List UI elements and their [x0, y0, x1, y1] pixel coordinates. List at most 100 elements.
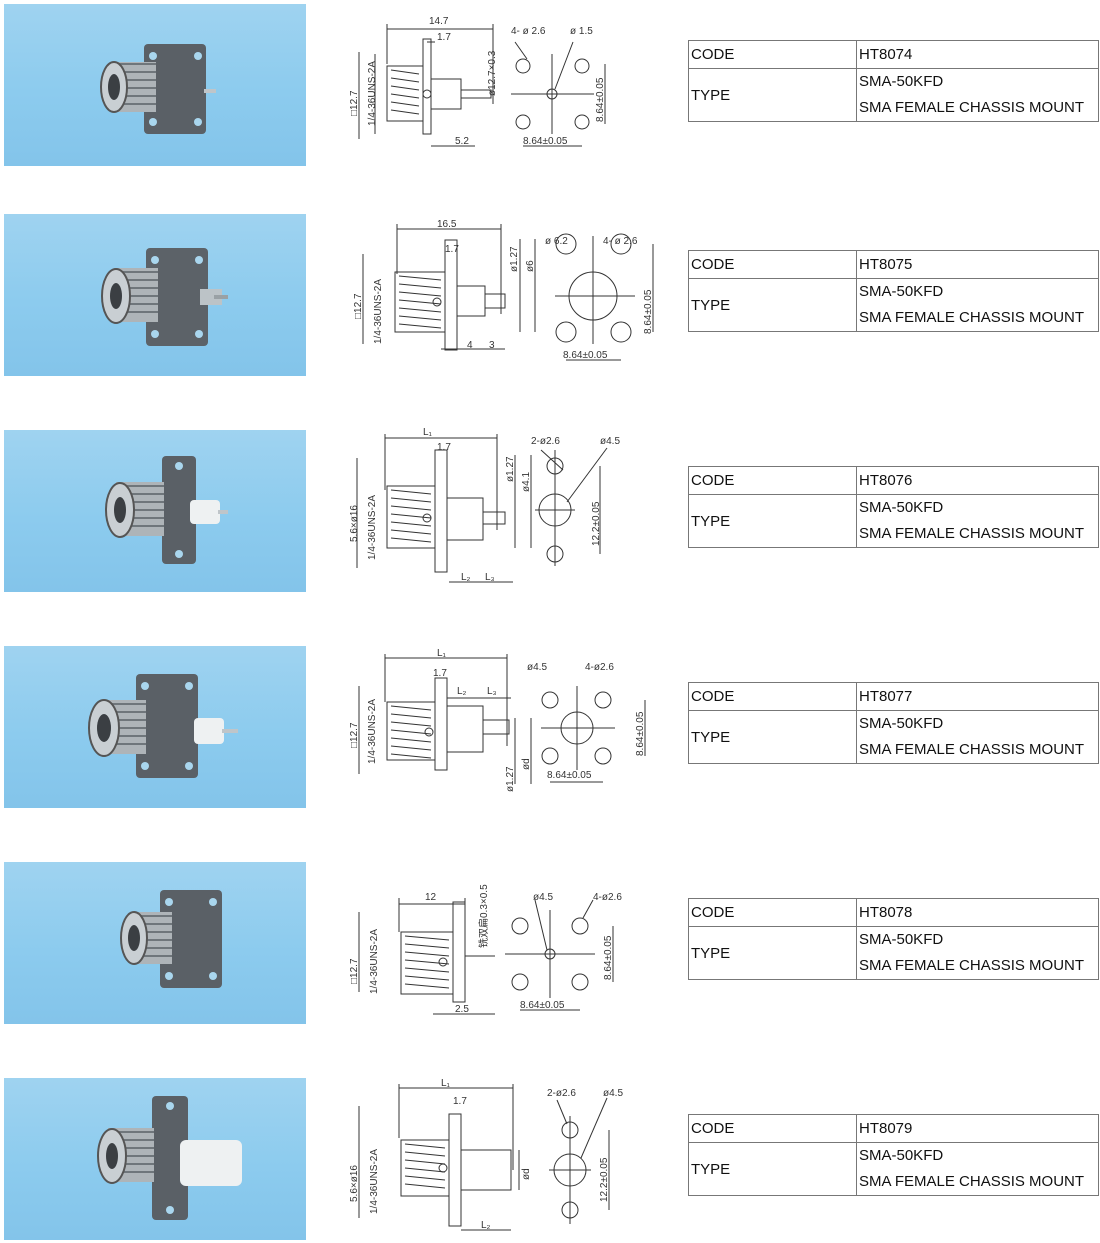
dim-label: ø4.5 — [527, 662, 547, 673]
dim-label: □12.7 — [353, 293, 364, 319]
dim-label: 12.2±0.05 — [591, 501, 602, 546]
dim-label: L₂ — [457, 686, 467, 697]
product-row-ht8077: L₁ 1.7 L₂ L₃ ø4.5 4-ø2.6 □12.7 1/4-36UNS… — [0, 646, 1100, 808]
dim-label: 8.64±0.05 — [595, 77, 606, 122]
dim-label: 1/4-36UNS-2A — [373, 279, 384, 344]
code-value: HT8074 — [856, 40, 1099, 69]
dim-label: L₃ — [485, 572, 495, 583]
type-label: TYPE — [688, 278, 857, 332]
product-row-ht8074: 14.7 1.7 ø12.7×0.3 4- ø 2.6 ø 1.5 □12.7 … — [0, 4, 1100, 166]
dimension-drawing: L₁ 1.7 L₂ L₃ ø4.5 4-ø2.6 □12.7 1/4-36UNS… — [345, 646, 665, 808]
dimension-drawing: 12 铣双扁0.3×0.5 ø4.5 4-ø2.6 □12.7 1/4-36UN… — [345, 862, 665, 1024]
code-label: CODE — [688, 682, 857, 711]
code-value: HT8077 — [856, 682, 1099, 711]
type-label: TYPE — [688, 1142, 857, 1196]
dim-label: 1.7 — [445, 244, 459, 255]
dim-label: 1.7 — [437, 442, 451, 453]
sma-connector-image — [105, 456, 228, 564]
code-label: CODE — [688, 466, 857, 495]
code-value: HT8079 — [856, 1114, 1099, 1143]
dim-label: 5.6×ø16 — [349, 1165, 360, 1202]
dim-label: ø 6.2 — [545, 236, 568, 247]
dim-label: ød — [521, 758, 532, 770]
dim-label: 14.7 — [429, 16, 449, 27]
code-label: CODE — [688, 1114, 857, 1143]
dim-label: 12 — [425, 892, 437, 903]
dim-label: 8.64±0.05 — [563, 350, 608, 361]
sma-connector-image — [101, 248, 228, 346]
connector-photo — [4, 1078, 306, 1240]
dim-label: □12.7 — [349, 722, 360, 748]
dim-label: 3 — [489, 340, 495, 351]
product-row-ht8079: L₁ 1.7 2-ø2.6 ø4.5 5.6×ø16 1/4-36UNS-2A … — [0, 1078, 1100, 1240]
dim-label: 16.5 — [437, 219, 457, 230]
code-label: CODE — [688, 40, 857, 69]
dim-label: □12.7 — [349, 958, 360, 984]
connector-photo — [4, 646, 306, 808]
code-value: HT8076 — [856, 466, 1099, 495]
connector-photo — [4, 214, 306, 376]
dim-label: ø1.27 — [509, 246, 520, 272]
dim-label: 8.64±0.05 — [520, 1000, 565, 1011]
dim-label: 8.64±0.05 — [643, 289, 654, 334]
dim-label: L₃ — [487, 686, 497, 697]
dim-label: 4- ø 2.6 — [603, 236, 638, 247]
dim-label: ø4.5 — [533, 892, 553, 903]
dim-label: 8.64±0.05 — [635, 711, 646, 756]
dim-label: 5.2 — [455, 136, 469, 147]
dim-label: 1/4-36UNS-2A — [367, 495, 378, 560]
connector-photo — [4, 430, 306, 592]
dim-label: ø6 — [525, 260, 536, 272]
type-label: TYPE — [688, 68, 857, 122]
dim-label: 2-ø2.6 — [531, 436, 560, 447]
dim-label: 铣双扁0.3×0.5 — [477, 884, 490, 948]
dim-label: 1/4-36UNS-2A — [367, 61, 378, 126]
dim-label: ø1.27 — [505, 456, 516, 482]
dim-label: L₁ — [423, 427, 433, 438]
dim-label: 4-ø2.6 — [593, 892, 622, 903]
dim-label: ø 1.5 — [570, 26, 593, 37]
dim-label: 1/4-36UNS-2A — [369, 1149, 380, 1214]
dim-label: L₁ — [441, 1078, 451, 1089]
dim-label: ød — [521, 1168, 532, 1180]
code-label: CODE — [688, 250, 857, 279]
dim-label: L₁ — [437, 648, 447, 659]
dim-label: 2.5 — [455, 1004, 469, 1015]
sma-connector-image — [88, 674, 238, 778]
connector-photo — [4, 4, 306, 166]
dim-label: ø4.5 — [603, 1088, 623, 1099]
dim-label: 2-ø2.6 — [547, 1088, 576, 1099]
dim-label: 4- ø 2.6 — [511, 26, 546, 37]
dim-label: 8.64±0.05 — [603, 935, 614, 980]
dimension-drawing: 14.7 1.7 ø12.7×0.3 4- ø 2.6 ø 1.5 □12.7 … — [345, 4, 665, 166]
dim-label: 4 — [467, 340, 473, 351]
type-label: TYPE — [688, 494, 857, 548]
dim-label: ø4.1 — [521, 472, 532, 492]
code-label: CODE — [688, 898, 857, 927]
dim-label: L₂ — [481, 1220, 491, 1231]
sma-connector-image — [97, 1096, 242, 1220]
dim-label: □12.7 — [349, 90, 360, 116]
dimension-drawing: 16.5 1.7 ø1.27 ø6 ø 6.2 4- ø 2.6 □12.7 1… — [345, 214, 665, 376]
dim-label: 1/4-36UNS-2A — [369, 929, 380, 994]
product-row-ht8078: 12 铣双扁0.3×0.5 ø4.5 4-ø2.6 □12.7 1/4-36UN… — [0, 862, 1100, 1024]
type-label: TYPE — [688, 926, 857, 980]
dim-label: 4-ø2.6 — [585, 662, 614, 673]
sma-connector-image — [100, 44, 216, 134]
dimension-drawing: L₁ 1.7 2-ø2.6 ø4.5 5.6×ø16 1/4-36UNS-2A … — [345, 1078, 665, 1240]
dim-label: 8.64±0.05 — [547, 770, 592, 781]
dim-label: ø4.5 — [600, 436, 620, 447]
dim-label: ø1.27 — [505, 766, 516, 792]
connector-photo — [4, 862, 306, 1024]
sma-connector-image — [120, 890, 222, 988]
